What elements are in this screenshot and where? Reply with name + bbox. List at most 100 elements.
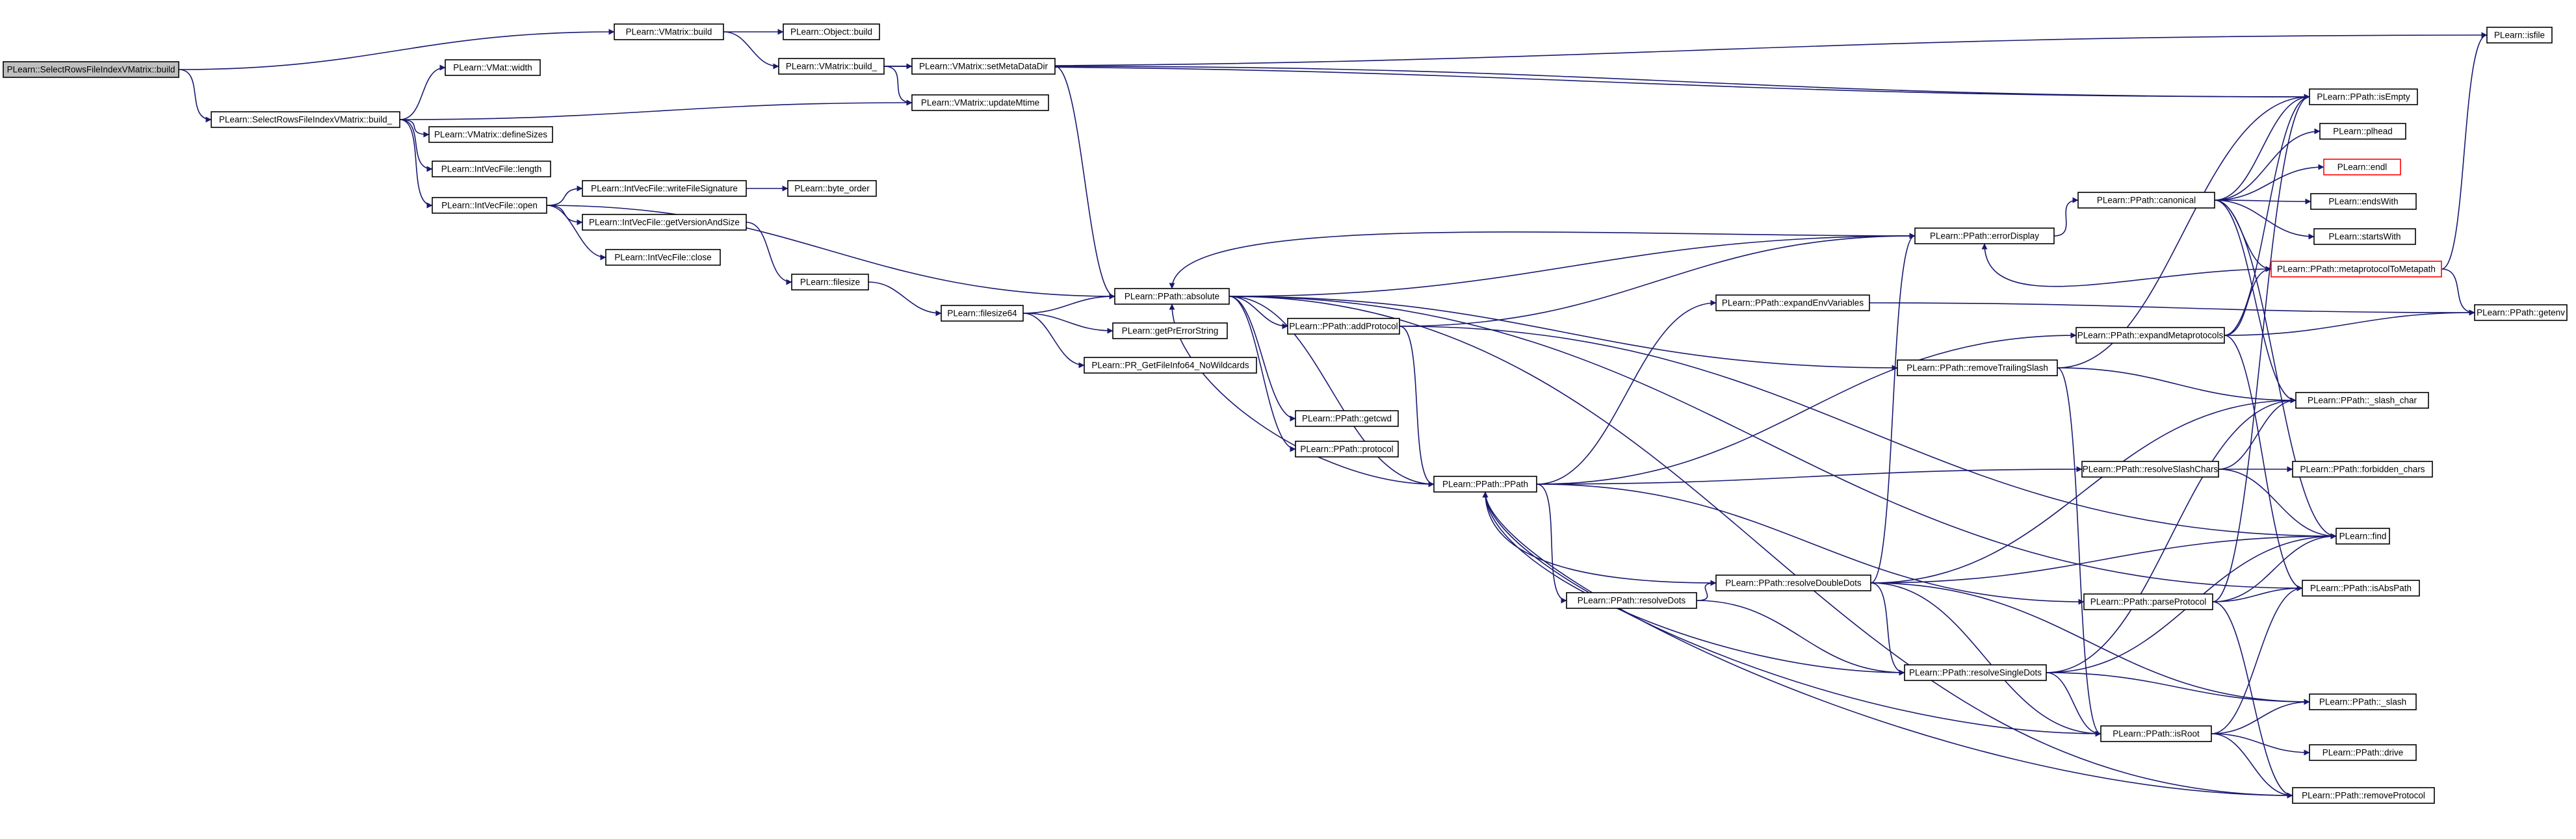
graph-node[interactable]: PLearn::PPath::resolveSlashChars: [2081, 461, 2219, 478]
node-box: [2075, 327, 2225, 344]
node-label: PLearn::PPath::protocol: [1300, 445, 1393, 454]
graph-node[interactable]: PLearn::PPath::removeProtocol: [2292, 787, 2435, 804]
graph-node[interactable]: PLearn::PPath::isAbsPath: [2302, 580, 2420, 597]
graph-node[interactable]: PLearn::endsWith: [2310, 193, 2417, 210]
call-edge: [1229, 296, 2303, 591]
graph-node[interactable]: PLearn::PPath::PPath: [1433, 476, 1537, 493]
graph-node[interactable]: PLearn::VMatrix::setMetaDataDir: [911, 58, 1056, 75]
node-box: [1433, 476, 1537, 493]
node-box: [432, 161, 551, 177]
graph-node[interactable]: PLearn::VMat::width: [445, 59, 541, 76]
graph-node[interactable]: PLearn::plhead: [2319, 123, 2406, 140]
graph-node[interactable]: PLearn::find: [2335, 528, 2390, 545]
node-label: PLearn::PPath::drive: [2322, 748, 2404, 758]
graph-node[interactable]: PLearn::SelectRowsFileIndexVMatrix::buil…: [3, 61, 179, 78]
graph-node[interactable]: PLearn::PPath::getcwd: [1295, 410, 1399, 427]
node-label: PLearn::PPath::errorDisplay: [1930, 231, 2039, 241]
node-box: [1295, 441, 1399, 458]
node-box: [445, 59, 541, 76]
graph-node[interactable]: PLearn::PR_GetFileInfo64_NoWildcards: [1084, 357, 1257, 374]
node-box: [941, 305, 1024, 322]
graph-node[interactable]: PLearn::PPath::resolveDoubleDots: [1715, 574, 1871, 591]
node-label: PLearn::PPath::metaprotocolToMetapath: [2277, 265, 2436, 274]
graph-node[interactable]: PLearn::PPath::protocol: [1295, 441, 1399, 458]
call-edge: [178, 29, 615, 70]
graph-node[interactable]: PLearn::PPath::expandMetaprotocols: [2075, 327, 2225, 344]
node-label: PLearn::PPath::removeProtocol: [2302, 791, 2425, 801]
call-edge: [1482, 491, 1717, 584]
node-box: [432, 197, 547, 214]
graph-node[interactable]: PLearn::PPath::resolveSingleDots: [1904, 664, 2047, 681]
call-edge: [546, 205, 606, 261]
call-edge: [1536, 466, 2083, 485]
call-edge: [178, 69, 212, 123]
node-box: [211, 111, 400, 128]
graph-node[interactable]: PLearn::PPath::getenv: [2474, 304, 2568, 321]
node-label: PLearn::getPrErrorString: [1122, 326, 1219, 336]
graph-node[interactable]: PLearn::IntVecFile::writeFileSignature: [582, 180, 747, 197]
node-box: [1287, 318, 1400, 335]
graph-node[interactable]: PLearn::VMatrix::build_: [778, 58, 885, 75]
graph-node[interactable]: PLearn::Object::build: [783, 23, 880, 40]
graph-node[interactable]: PLearn::IntVecFile::length: [432, 161, 551, 177]
graph-node[interactable]: PLearn::PPath::resolveDots: [1566, 592, 1697, 609]
call-edge: [1229, 296, 2293, 799]
graph-node[interactable]: PLearn::VMatrix::build: [614, 23, 724, 40]
call-edge: [2053, 197, 2079, 237]
graph-node[interactable]: PLearn::PPath::metaprotocolToMetapath: [2270, 261, 2442, 278]
node-label: PLearn::startsWith: [2328, 232, 2400, 242]
call-edge: [2218, 397, 2296, 470]
graph-node[interactable]: PLearn::VMatrix::updateMtime: [911, 94, 1049, 111]
node-box: [582, 214, 747, 231]
graph-node[interactable]: PLearn::getPrErrorString: [1112, 322, 1228, 339]
call-edge: [2214, 198, 2311, 205]
graph-node[interactable]: PLearn::PPath::parseProtocol: [2083, 593, 2213, 610]
graph-node[interactable]: PLearn::SelectRowsFileIndexVMatrix::buil…: [211, 111, 400, 128]
call-edge: [2057, 367, 2296, 404]
graph-node[interactable]: PLearn::PPath::isEmpty: [2309, 88, 2418, 105]
node-label: PLearn::PPath::absolute: [1125, 292, 1219, 302]
graph-node[interactable]: PLearn::filesize: [791, 274, 869, 290]
node-label: PLearn::PPath::isAbsPath: [2310, 584, 2412, 593]
graph-node[interactable]: PLearn::byte_order: [787, 180, 877, 197]
graph-node[interactable]: PLearn::PPath::errorDisplay: [1914, 227, 2055, 244]
node-label: PLearn::VMatrix::build: [626, 27, 712, 37]
graph-node[interactable]: PLearn::PPath::isRoot: [2100, 725, 2212, 742]
node-label: PLearn::IntVecFile::open: [441, 201, 538, 211]
call-edge: [2212, 533, 2337, 602]
call-edge: [1229, 296, 1296, 452]
graph-node[interactable]: PLearn::IntVecFile::close: [605, 249, 721, 266]
node-label: PLearn::VMatrix::defineSizes: [434, 130, 547, 140]
node-box: [2292, 787, 2435, 804]
call-edge: [1870, 533, 2337, 584]
call-edge: [2224, 266, 2272, 336]
call-edge: [546, 205, 1115, 300]
graph-node[interactable]: PLearn::isfile: [2486, 27, 2553, 44]
graph-node[interactable]: PLearn::IntVecFile::open: [432, 197, 547, 214]
graph-node[interactable]: PLearn::IntVecFile::getVersionAndSize: [582, 214, 747, 231]
graph-node[interactable]: PLearn::PPath::expandEnvVariables: [1715, 294, 1870, 311]
graph-node[interactable]: PLearn::endl: [2323, 159, 2401, 175]
graph-node[interactable]: PLearn::PPath::absolute: [1114, 288, 1230, 305]
node-label: PLearn::PPath::PPath: [1442, 480, 1528, 489]
graph-node[interactable]: PLearn::PPath::canonical: [2077, 192, 2215, 209]
node-label: PLearn::PPath::resolveDoubleDots: [1725, 578, 1862, 588]
graph-node[interactable]: PLearn::PPath::_slash_char: [2295, 392, 2429, 409]
call-edge: [2211, 733, 2293, 799]
call-edge: [2211, 699, 2310, 734]
graph-node[interactable]: PLearn::PPath::removeTrailingSlash: [1897, 359, 2058, 376]
node-box: [2474, 304, 2568, 321]
graph-node[interactable]: PLearn::PPath::_slash: [2309, 693, 2417, 710]
graph-node[interactable]: PLearn::startsWith: [2313, 228, 2416, 245]
graph-node[interactable]: PLearn::VMatrix::defineSizes: [428, 126, 553, 143]
graph-node[interactable]: PLearn::PPath::forbidden_chars: [2292, 461, 2433, 478]
call-edge: [1399, 326, 1435, 487]
graph-node[interactable]: PLearn::PPath::drive: [2309, 744, 2417, 761]
call-edge: [2224, 94, 2310, 336]
graph-node[interactable]: PLearn::PPath::addProtocol: [1287, 318, 1400, 335]
graph-node[interactable]: PLearn::filesize64: [941, 305, 1024, 322]
call-edge: [1696, 580, 1717, 601]
call-edge: [883, 66, 913, 106]
node-label: PLearn::filesize: [800, 278, 860, 287]
call-edge: [1399, 233, 1916, 327]
